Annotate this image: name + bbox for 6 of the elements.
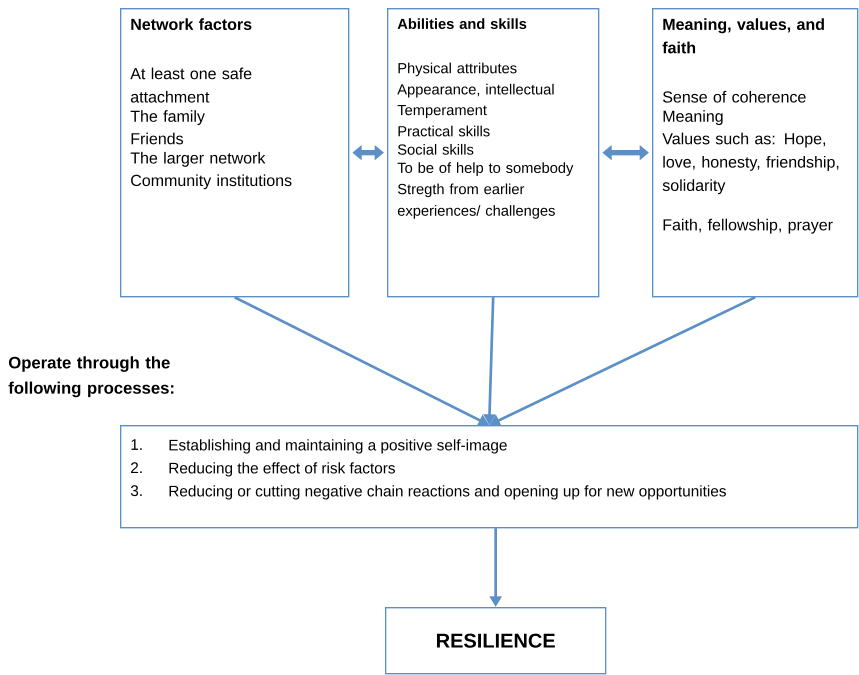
process-box: 1. Establishing and maintaining a positive self-image 2. Reducing the effect of risk factors 3. Reducing or cutting negative chain reactions and opening up for new opportunities: [120, 425, 858, 528]
text-box: Abilities and skills Physical attributes Appearance, intellectual Temperament Practical skills Social skills To be of help to somebody Stregth from earlier experiences/ challenges: [387, 8, 600, 298]
text-box: Network factors At least one safe attachment The family Friends The larger network Community institutions: [120, 8, 350, 298]
outcome-box: RESILIENCE: [385, 607, 606, 674]
note-text: Operate through the following processes:: [8, 356, 174, 398]
text-box: Meaning, values, and faith Sense of coherence Meaning Values such as: Hope, love, honesty, friendship, solidarity Faith, fellowship, prayer: [652, 8, 858, 298]
